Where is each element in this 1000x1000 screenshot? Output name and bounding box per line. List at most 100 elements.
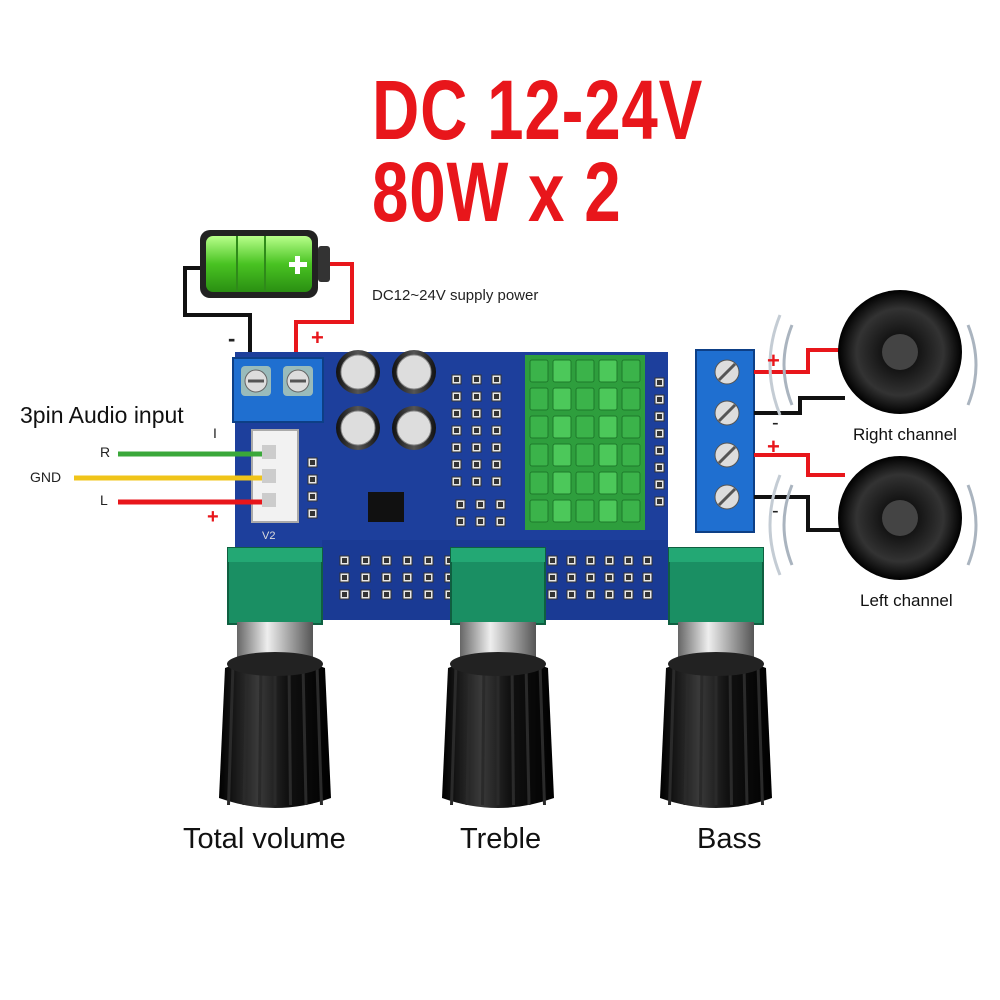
smd-component-body (363, 592, 368, 597)
treble-knob[interactable] (442, 547, 554, 808)
bass-knob-top (668, 652, 764, 676)
smd-component-body (454, 445, 459, 450)
heatsink-fin (575, 387, 595, 411)
smd-component-body (426, 558, 431, 563)
smd-component-body (310, 511, 315, 516)
smd-component-body (454, 411, 459, 416)
smd-component-body (474, 377, 479, 382)
audio-l-label: L (100, 492, 108, 508)
supply-wire-positive (294, 262, 354, 365)
smd-component-body (363, 575, 368, 580)
smd-component-body (588, 592, 593, 597)
smd-component-body (657, 465, 662, 470)
heatsink-fin (621, 499, 641, 523)
smd-component-body (447, 575, 452, 580)
heatsink-fin (575, 443, 595, 467)
smd-component-body (454, 377, 459, 382)
smd-component-body (426, 575, 431, 580)
smd-component-body (657, 397, 662, 402)
supply-power-label: DC12~24V supply power (372, 287, 539, 304)
volume-pot-top (228, 548, 322, 562)
smd-component-body (474, 394, 479, 399)
heatsink-fin (621, 359, 641, 383)
left-minus-wire (754, 495, 845, 532)
smd-component-body (494, 462, 499, 467)
smd-component-body (569, 592, 574, 597)
smd-component-body (657, 482, 662, 487)
smd-component-body (405, 558, 410, 563)
heatsink-fin (575, 471, 595, 495)
audio-mark-plus: + (207, 506, 219, 528)
smd-component-body (454, 479, 459, 484)
heatsink-fin (529, 359, 549, 383)
smd-component-body (474, 411, 479, 416)
treble-knob-ridge (538, 664, 546, 806)
smd-component-body (645, 575, 650, 580)
smd-component-body (494, 411, 499, 416)
knob-group (219, 547, 772, 808)
smd-component-body (474, 428, 479, 433)
smd-component-body (569, 558, 574, 563)
bass-knob-ridge (742, 664, 749, 806)
smd-component-body (657, 448, 662, 453)
heatsink-fin (598, 415, 618, 439)
smd-component-body (626, 558, 631, 563)
smd-component-body (384, 575, 389, 580)
volume-knob-ridge (242, 664, 249, 806)
smd-component-body (478, 502, 483, 507)
speaker-terminal-block (695, 349, 755, 533)
smd-component-body (384, 592, 389, 597)
volume-knob-ridge (227, 664, 235, 806)
heatsink-fin (598, 387, 618, 411)
bass-knob[interactable] (660, 547, 772, 808)
smd-component-body (478, 519, 483, 524)
smd-component-body (342, 558, 347, 563)
heatsink-fin (598, 359, 618, 383)
heatsink-fin (575, 499, 595, 523)
smd-component-body (384, 558, 389, 563)
volume-knob-top (227, 652, 323, 676)
heatsink-fin (575, 359, 595, 383)
smd-component-body (498, 502, 503, 507)
smd-component-body (342, 592, 347, 597)
treble-knob-ridge (524, 664, 531, 806)
smd-component-body (657, 499, 662, 504)
left-plus-wire (754, 453, 845, 477)
smd-component-body (657, 380, 662, 385)
smd-component-body (310, 477, 315, 482)
smd-component-body (607, 558, 612, 563)
smd-component-body (494, 445, 499, 450)
heatsink-fin (529, 387, 549, 411)
smd-component-body (363, 558, 368, 563)
smd-component-body (458, 502, 463, 507)
treble-knob-top (450, 652, 546, 676)
smd-component-body (447, 558, 452, 563)
heatsink-fin (621, 387, 641, 411)
smd-component-body (474, 479, 479, 484)
volume-knob-ridge (315, 664, 323, 806)
power-title: 80W x 2 (372, 145, 622, 239)
bass-knob-ridge (728, 664, 733, 806)
heatsink-fin (552, 471, 572, 495)
power-terminal-block (232, 357, 324, 423)
smd-component-body (405, 592, 410, 597)
supply-wire-negative (183, 266, 252, 365)
right-channel-label: Right channel (853, 425, 957, 444)
smd-component-body (550, 558, 555, 563)
smd-component-body (607, 575, 612, 580)
bass-pot-top (669, 548, 763, 562)
heatsink-fin (552, 359, 572, 383)
heatsink-fin (552, 415, 572, 439)
bass-knob-ridge (699, 664, 704, 806)
heatsink-fin (598, 471, 618, 495)
supply-plus-label: + (311, 325, 324, 350)
heatsink-fin (529, 415, 549, 439)
heatsink-fin (621, 415, 641, 439)
capacitors (336, 350, 436, 450)
smd-component-body (454, 394, 459, 399)
smd-component-body (498, 519, 503, 524)
audio-mark-top: I (213, 425, 217, 441)
volume-knob[interactable] (219, 547, 331, 808)
silk-v2-label: V2 (262, 530, 276, 542)
treble-knob-label: Treble (460, 823, 542, 855)
